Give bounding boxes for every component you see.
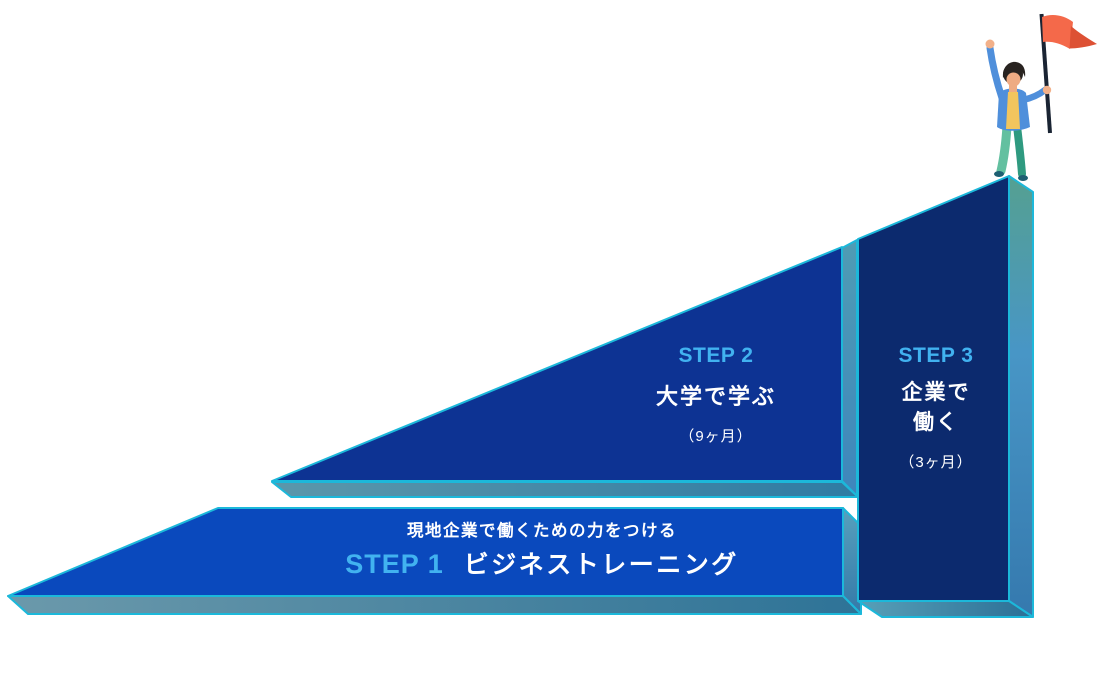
step1-face — [7, 507, 844, 597]
goal-flag-icon — [1042, 14, 1073, 50]
step3-bottom-bevel — [857, 600, 1034, 618]
person-face — [1006, 72, 1021, 87]
goal-flag-fold — [1069, 26, 1097, 49]
step1-shape — [7, 507, 862, 615]
step1-bottom-bevel — [7, 595, 862, 615]
person-left-arm — [986, 44, 1006, 102]
person-back-shoe — [1018, 175, 1028, 181]
person-right-hand — [1042, 85, 1052, 95]
step2-shape — [271, 239, 859, 498]
step2-face — [271, 246, 843, 482]
step2-bottom-bevel — [271, 481, 859, 498]
person-front-leg — [996, 121, 1012, 176]
person-back-leg — [1013, 122, 1026, 178]
person-right-arm — [1019, 86, 1049, 104]
step3-face — [857, 175, 1010, 602]
step2-side-face — [841, 239, 858, 497]
step3-side-face — [1008, 175, 1034, 618]
person-hair-front — [1002, 61, 1026, 78]
person-climber — [985, 13, 1097, 181]
step3-shape — [857, 175, 1034, 618]
person-front-shoe — [994, 171, 1004, 177]
person-left-hand — [985, 39, 995, 49]
person-neck — [1009, 84, 1017, 92]
person-shirt — [1006, 92, 1020, 129]
